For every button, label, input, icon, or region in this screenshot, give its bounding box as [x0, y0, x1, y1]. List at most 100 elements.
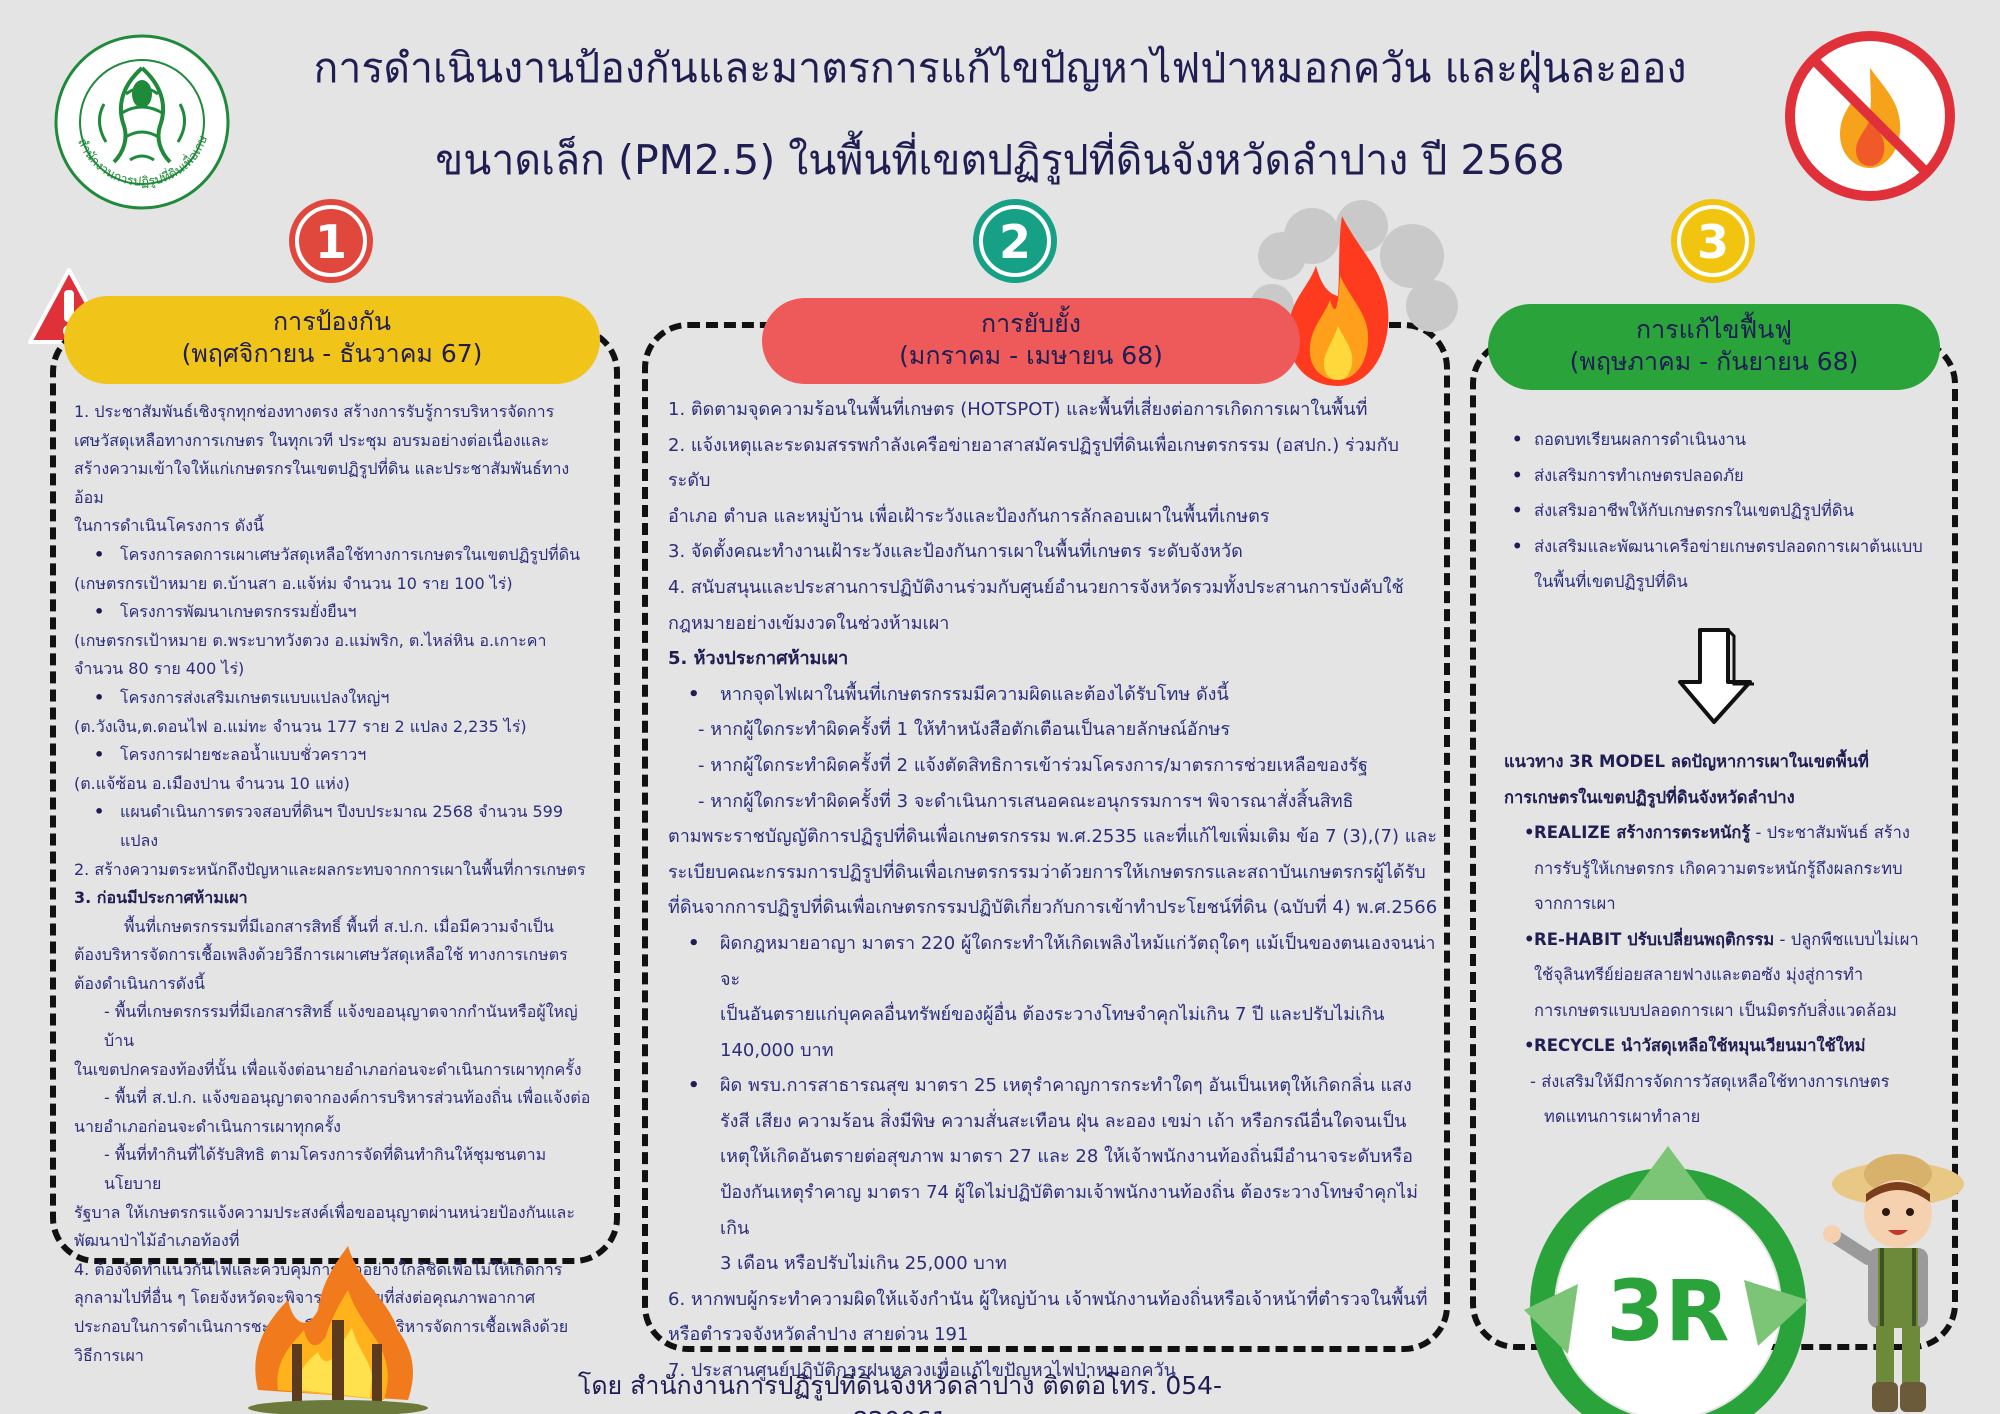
step-number-2: 2 — [973, 199, 1057, 283]
text-line: เศษวัสดุเหลือทางการเกษตร ในทุกเวที ประชุ… — [74, 430, 550, 450]
phase3-header: การแก้ไขฟื้นฟู (พฤษภาคม - กันยายน 68) — [1488, 304, 1940, 390]
text-line: รัฐบาล ให้เกษตรกรแจ้งความประสงค์เพื่อขออ… — [74, 1202, 575, 1222]
rehabit-item: RE-HABIT ปรับเปลี่ยนพฤติกรรม - ปลูกพืชแบ… — [1504, 922, 1944, 958]
text-line: 6. หากพบผู้กระทำความผิดให้แจ้งกำนัน ผู้ใ… — [668, 1288, 1428, 1310]
text-line: - หากผู้ใดกระทำผิดครั้งที่ 1 ให้ทำหนังสื… — [698, 719, 1231, 741]
logo-ring-text: สำนักงานการปฏิรูปที่ดินเพื่อเกษตรกรรม — [54, 34, 210, 189]
text-line: - พื้นที่ทำกินที่ได้รับสิทธิ ตามโครงการจ… — [104, 1145, 547, 1194]
text-line: 2. แจ้งเหตุและระดมสรรพกำลังเครือข่ายอาสา… — [668, 434, 1399, 492]
farmer-icon — [1823, 1154, 1964, 1412]
text-line: ระเบียบคณะกรรมการปฏิรูปที่ดินเพื่อเกษตรก… — [668, 861, 1426, 883]
realize-item: REALIZE สร้างการตระหนักรู้ - ประชาสัมพัน… — [1504, 815, 1944, 851]
text-line: รังสี เสียง ความร้อน สิ่งมีพิษ ความสั่นส… — [720, 1110, 1407, 1132]
phase1-period: (พฤศจิกายน - ธันวาคม 67) — [181, 339, 483, 368]
text-line: - หากผู้ใดกระทำผิดครั้งที่ 2 แจ้งตัดสิทธ… — [698, 754, 1368, 776]
list-item: ส่งเสริมการทำเกษตรปลอดภัย — [1504, 458, 1936, 494]
text-line: วิธีการเผา — [74, 1345, 144, 1365]
realize-line3: จากการเผา — [1534, 894, 1616, 913]
text-line: ที่ดินจากการปฏิรูปที่ดินเพื่อเกษตรกรรมปฏ… — [668, 897, 1438, 919]
list-item: ส่งเสริมและพัฒนาเครือข่ายเกษตรปลอดการเผา… — [1504, 529, 1936, 565]
page-title-line2: ขนาดเล็ก (PM2.5) ในพื้นที่เขตปฏิรูปที่ดิ… — [435, 136, 1565, 184]
list-item: หากจุดไฟเผาในพื้นที่เกษตรกรรมมีความผิดแล… — [668, 677, 1438, 713]
text-line: (ต.แจ้ซ้อน อ.เมืองปาน จำนวน 10 แห่ง) — [74, 773, 350, 793]
text-line: 1. ประชาสัมพันธ์เชิงรุกทุกช่องทางตรง สร้… — [74, 402, 555, 421]
recycle-icon: 3R — [1524, 1146, 1808, 1414]
text-line: 4. ต้องจัดทำแนวกันไฟและควบคุมการเผาอย่าง… — [74, 1259, 563, 1279]
text-line: 2. สร้างความตระหนักถึงปัญหาและผลกระทบจาก… — [74, 859, 586, 879]
phase1-title: การป้องกัน — [273, 307, 391, 336]
text-line: ป้องกันเหตุรำคาญ มาตรา 74 ผู้ใดไม่ปฏิบัต… — [720, 1182, 1418, 1239]
phase1-header: การป้องกัน (พฤศจิกายน - ธันวาคม 67) — [64, 296, 600, 384]
text-line: 1. ติดตามจุดความร้อนในพื้นที่เกษตร (HOTS… — [668, 399, 1368, 420]
list-item: ส่งเสริมอาชีพให้กับเกษตรกรในเขตปฏิรูปที่… — [1504, 493, 1936, 529]
text-line: (เกษตรกรเป้าหมาย ต.พระบาทวังตวง อ.แม่พริ… — [74, 630, 547, 650]
svg-text:3: 3 — [1697, 215, 1729, 269]
text-line: จำนวน 80 ราย 400 ไร่) — [74, 659, 245, 679]
text-line: 140,000 บาท — [720, 1039, 834, 1061]
svg-text:1: 1 — [315, 215, 347, 269]
text-line: กฎหมายอย่างเข้มงวดในช่วงห้ามเผา — [668, 612, 950, 634]
phase2-header: การยับยั้ง (มกราคม - เมษายน 68) — [762, 298, 1300, 384]
text-line: พัฒนาป่าไม้อำเภอท้องที่ — [74, 1231, 240, 1251]
burning-trees-icon — [248, 1246, 428, 1414]
list-item: โครงการส่งเสริมเกษตรแบบแปลงใหญ่ฯ — [74, 684, 594, 713]
list-item: แผนดำเนินการตรวจสอบที่ดินฯ ปีงบประมาณ 25… — [74, 798, 594, 855]
recycle-line2: - ส่งเสริมให้มีการจัดการวัสดุเหลือใช้ทาง… — [1530, 1071, 1890, 1091]
text-line: (เกษตรกรเป้าหมาย ต.บ้านสา อ.แจ้ห่ม จำนวน… — [74, 573, 513, 593]
step-number-3: 3 — [1671, 199, 1755, 283]
phase2-period: (มกราคม - เมษายน 68) — [899, 341, 1163, 370]
text-line: ตามพระราชบัญญัติการปฏิรูปที่ดินเพื่อเกษต… — [668, 826, 1438, 848]
svg-text:3R: 3R — [1606, 1262, 1729, 1360]
text-line: (ต.วังเงิน,ต.ดอนไฟ อ.แม่ทะ จำนวน 177 ราย… — [74, 716, 527, 736]
text-line: ต้องบริหารจัดการเชื้อเพลิงด้วยวิธีการเผา… — [74, 945, 568, 965]
list-item: ถอดบทเรียนผลการดำเนินงาน — [1504, 422, 1936, 458]
phase3-period: (พฤษภาคม - กันยายน 68) — [1569, 347, 1859, 376]
alro-emblem-icon — [54, 34, 230, 210]
text-line: เป็นอันตรายแก่บุคคลอื่นทรัพย์ของผู้อื่น … — [720, 1004, 1385, 1026]
text-line: สร้างความเข้าใจให้แก่เกษตรกรในเขตปฏิรูปท… — [74, 459, 570, 507]
text-line: 4. สนับสนุนและประสานการปฏิบัติงานร่วมกับ… — [668, 576, 1404, 598]
footer-contact: โดย สำนักงานการปฏิรูปที่ดินจังหวัดลำปาง … — [577, 1371, 1223, 1414]
text-line: ในการดำเนินโครงการ ดังนี้ — [74, 516, 264, 536]
text-line: 5. ห้วงประกาศห้ามเผา — [668, 648, 849, 670]
text-line: 3 เดือน หรือปรับไม่เกิน 25,000 บาท — [720, 1253, 1007, 1275]
list-item: โครงการพัฒนาเกษตรกรรมยั่งยืนฯ — [74, 598, 594, 627]
rehabit-line3: การเกษตรแบบปลอดการเผา เป็นมิตรกับสิ่งแวด… — [1534, 1000, 1897, 1020]
fire-smoke-icon — [1250, 200, 1458, 386]
text-line: นายอำเภอก่อนจะดำเนินการเผาทุกครั้ง — [74, 1116, 341, 1136]
realize-line2: การรับรู้ให้เกษตรกร เกิดความตระหนักรู้ถึ… — [1534, 858, 1903, 878]
list-item-cont: ในพื้นที่เขตปฏิรูปที่ดิน — [1534, 572, 1688, 591]
page-title-line1: การดำเนินงานป้องกันและมาตรการแก้ไขปัญหาไ… — [313, 44, 1687, 92]
list-item: โครงการลดการเผาเศษวัสดุเหลือใช้ทางการเกษ… — [74, 541, 594, 570]
model-title-line2: การเกษตรในเขตปฏิรูปที่ดินจังหวัดลำปาง — [1504, 787, 1795, 807]
list-item: โครงการฝายชะลอน้ำแบบชั่วคราวฯ — [74, 741, 594, 770]
phase2-title: การยับยั้ง — [981, 309, 1081, 338]
text-line: 3. จัดตั้งคณะทำงานเฝ้าระวังและป้องกันการ… — [668, 541, 1243, 563]
recycle-item: RECYCLE นำวัสดุเหลือใช้หมุนเวียนมาใช้ใหม… — [1504, 1028, 1944, 1064]
text-line: หรือตำรวจจังหวัดลำปาง สายด่วน 191 — [668, 1324, 969, 1346]
model-title-line1: แนวทาง 3R MODEL ลดปัญหาการเผาในเขตพื้นที… — [1504, 752, 1869, 771]
text-line: ลุกลามไปที่อื่น ๆ โดยจังหวัดจะพิจารณาปัจ… — [74, 1288, 536, 1308]
text-line: - พื้นที่ ส.ป.ก. แจ้งขออนุญาตจากองค์การบ… — [104, 1088, 591, 1108]
svg-text:2: 2 — [999, 215, 1031, 269]
text-line: - พื้นที่เกษตรกรรมที่มีเอกสารสิทธิ์ แจ้ง… — [104, 1002, 578, 1051]
text-line: 3. ก่อนมีประกาศห้ามเผา — [74, 888, 248, 908]
list-item: ผิดกฎหมายอาญา มาตรา 220 ผู้ใดกระทำให้เกิ… — [668, 926, 1438, 997]
phase2-content: 1. ติดตามจุดความร้อนในพื้นที่เกษตร (HOTS… — [668, 392, 1438, 1389]
text-line: พื้นที่เกษตรกรรมที่มีเอกสารสิทธิ์ พื้นที… — [124, 916, 554, 936]
down-arrow-icon — [1678, 628, 1754, 724]
phase1-content: 1. ประชาสัมพันธ์เชิงรุกทุกช่องทางตรง สร้… — [74, 398, 594, 1370]
text-line: อำเภอ ตำบล และหมู่บ้าน เพื่อเฝ้าระวังและ… — [668, 505, 1270, 527]
model-section: แนวทาง 3R MODEL ลดปัญหาการเผาในเขตพื้นที… — [1504, 744, 1944, 1135]
rehabit-line2: ใช้จุลินทรีย์ย่อยสลายฟางและตอซัง มุ่งสู่… — [1534, 965, 1864, 984]
recycle-line3: ทดแทนการเผาทำลาย — [1544, 1107, 1701, 1126]
step-number-1: 1 — [289, 199, 373, 283]
list-item: ผิด พรบ.การสาธารณสุข มาตรา 25 เหตุรำคาญก… — [668, 1068, 1438, 1104]
svg-text:สำนักงานการปฏิรูปที่ดินเพื่อเก: สำนักงานการปฏิรูปที่ดินเพื่อเกษตรกรรม — [54, 34, 210, 189]
text-line: ในเขตปกครองท้องที่นั้น เพื่อแจ้งต่อนายอำ… — [74, 1059, 582, 1079]
text-line: 7. ประสานศูนย์ปฏิบัติการฝนหลวงเพื่อแก้ไข… — [668, 1360, 1176, 1382]
phase3-title: การแก้ไขฟื้นฟู — [1635, 315, 1792, 344]
text-line: ต้องดำเนินการดังนี้ — [74, 973, 205, 993]
no-fire-icon — [1785, 31, 1955, 201]
text-line: - หากผู้ใดกระทำผิดครั้งที่ 3 จะดำเนินการ… — [698, 790, 1354, 812]
